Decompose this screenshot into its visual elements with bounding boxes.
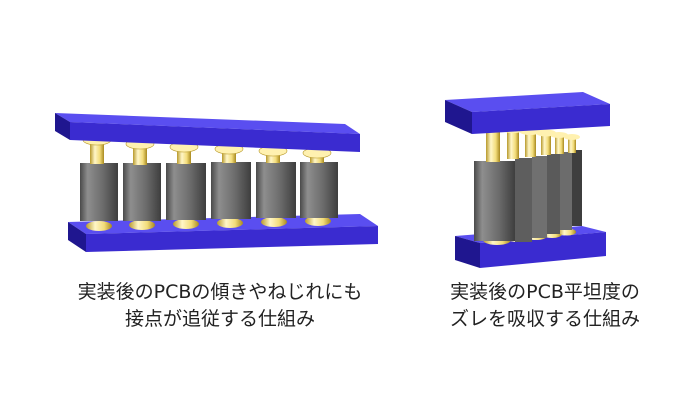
left-bottom-pins	[86, 216, 331, 231]
right-caption-line-1: 実装後のPCB平坦度の	[450, 281, 640, 303]
left-caption-line-2: 接点が追従する仕組み	[124, 308, 315, 330]
right-connector-assembly	[445, 92, 610, 268]
right-caption: 実装後のPCB平坦度の ズレを吸収する仕組み	[420, 279, 670, 333]
left-connector-assembly	[55, 113, 378, 252]
left-caption: 実装後のPCBの傾きやねじれにも 接点が追従する仕組み	[40, 279, 400, 333]
right-housing-blocks	[474, 150, 582, 242]
left-housing-blocks	[80, 162, 338, 221]
right-caption-line-2: ズレを吸収する仕組み	[449, 308, 640, 330]
connector-illustration	[55, 92, 610, 268]
left-caption-line-1: 実装後のPCBの傾きやねじれにも	[77, 281, 363, 303]
left-top-pcb	[55, 113, 360, 152]
right-top-pcb	[445, 92, 610, 134]
